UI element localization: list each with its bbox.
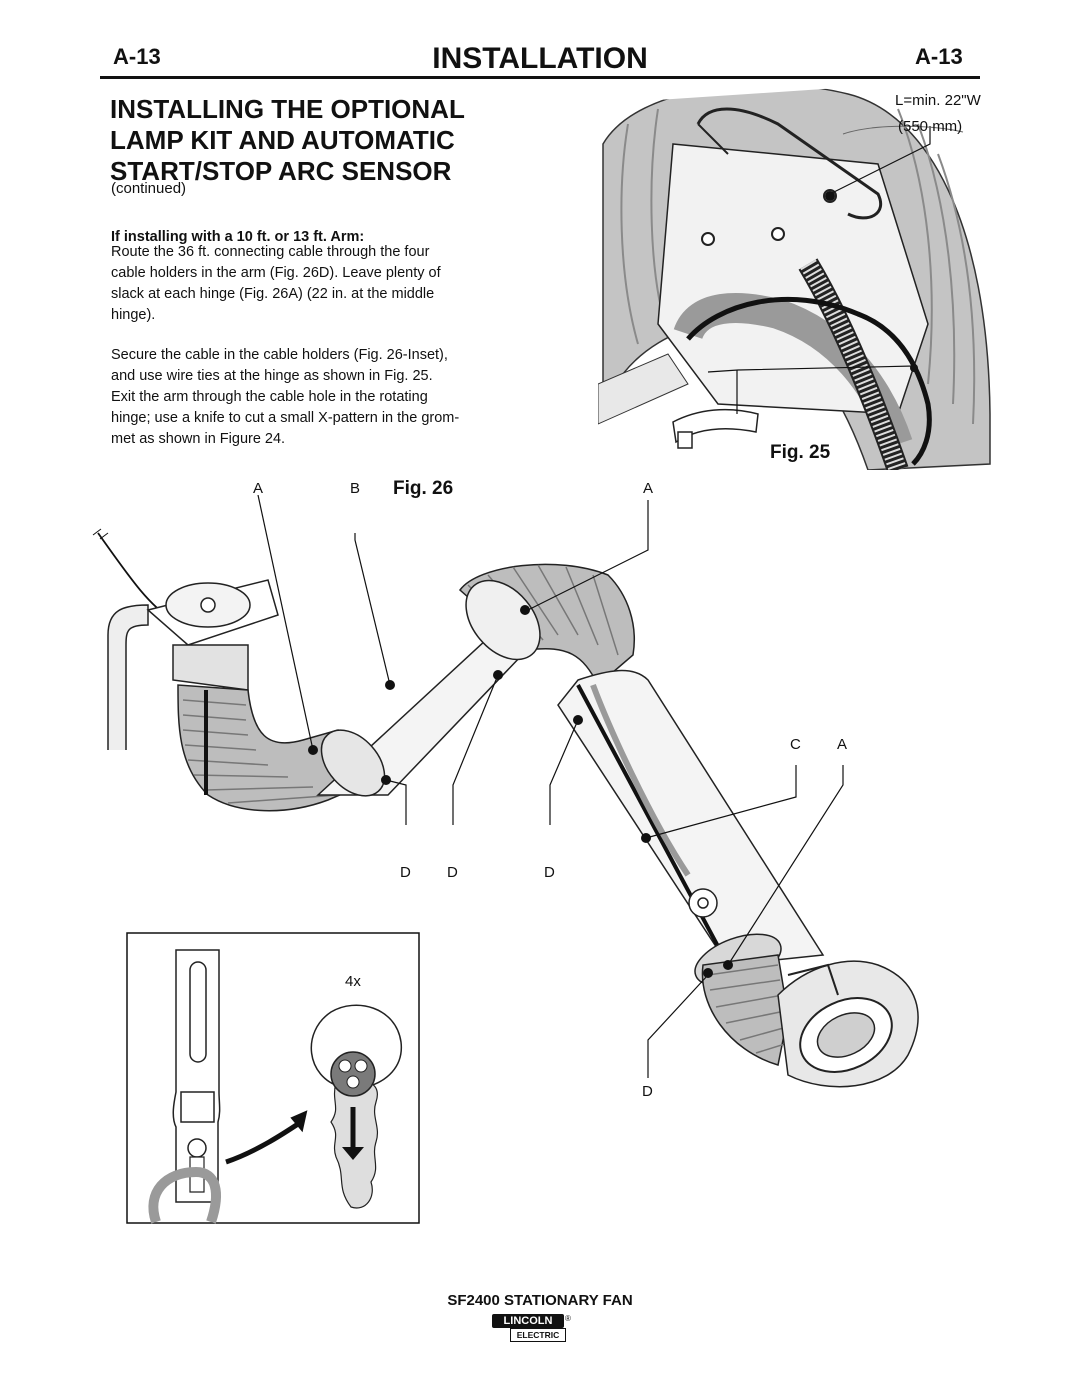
callout-b: B	[350, 480, 361, 497]
footer-product-name: SF2400 STATIONARY FAN	[447, 1292, 633, 1309]
paragraph-line: Route the 36 ft. connecting cable throug…	[111, 244, 430, 260]
paragraph-line: cable holders in the arm (Fig. 26D). Lea…	[111, 265, 441, 281]
callout-d: D	[447, 864, 458, 881]
page-heading: INSTALLATION	[432, 42, 648, 75]
section-title-line: LAMP KIT AND AUTOMATIC	[110, 125, 455, 155]
lincoln-electric-logo: LINCOLN ELECTRIC ®	[492, 1314, 574, 1342]
paragraph-line: slack at each hinge (Fig. 26A) (22 in. a…	[111, 286, 435, 302]
section-subtitle: (continued)	[111, 180, 187, 197]
callout-d: D	[400, 864, 411, 881]
fig26-illustration	[92, 495, 919, 1088]
fig25-length-label: L=min. 22"W	[895, 92, 981, 109]
page-code-right: A-13	[915, 44, 963, 69]
callout-a: A	[253, 480, 264, 497]
callout-c: C	[790, 736, 801, 753]
paragraph-line: Secure the cable in the cable holders (F…	[111, 347, 448, 363]
logo-registered-mark: ®	[565, 1314, 571, 1323]
inset-count-label: 4x	[345, 973, 361, 990]
cable-holder-inset	[126, 932, 420, 1224]
callout-a: A	[643, 480, 654, 497]
page-code-left: A-13	[113, 44, 161, 69]
logo-top-text: LINCOLN	[492, 1314, 564, 1328]
section-title-line: INSTALLING THE OPTIONAL	[110, 94, 465, 124]
header-rule	[100, 76, 980, 79]
fig25-illustration	[598, 84, 991, 470]
callout-d: D	[642, 1083, 653, 1100]
paragraph-line: hinge).	[111, 307, 156, 323]
section-title-line: START/STOP ARC SENSOR	[110, 156, 452, 186]
fig25-label: Fig. 25	[770, 442, 831, 463]
callout-a: A	[837, 736, 848, 753]
section-title: INSTALLING THE OPTIONAL LAMP KIT AND AUT…	[110, 94, 465, 187]
arm-subheading: If installing with a 10 ft. or 13 ft. Ar…	[111, 229, 365, 245]
paragraph-line: met as shown in Figure 24.	[111, 431, 286, 447]
paragraph-line: Exit the arm through the cable hole in t…	[111, 389, 428, 405]
paragraph-line: and use wire ties at the hinge as shown …	[111, 368, 433, 384]
instruction-paragraph-2: Secure the cable in the cable holders (F…	[111, 345, 511, 450]
instruction-paragraph-1: Route the 36 ft. connecting cable throug…	[111, 242, 511, 326]
fig26-label: Fig. 26	[393, 478, 454, 499]
logo-bottom-text: ELECTRIC	[510, 1328, 566, 1342]
paragraph-line: hinge; use a knife to cut a small X-patt…	[111, 410, 460, 426]
callout-d: D	[544, 864, 555, 881]
fig25-length-mm: (550 mm)	[898, 118, 963, 135]
